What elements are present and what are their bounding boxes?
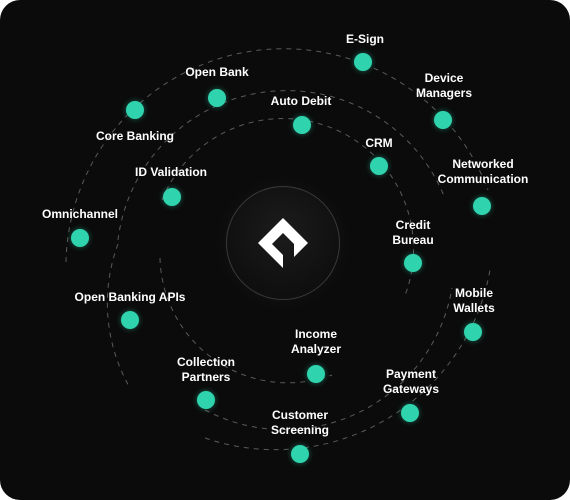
node-label-income-analyzer-line2: Analyzer xyxy=(290,342,342,356)
node-dot-credit-bureau[interactable] xyxy=(404,254,422,272)
node-label-networked-line1: Networked xyxy=(452,157,514,171)
outer-ring-arc-bottom xyxy=(204,269,491,451)
node-dot-collection-partners[interactable] xyxy=(197,391,215,409)
node-dot-crm[interactable] xyxy=(370,157,388,175)
node-label-open-bank: Open Bank xyxy=(185,65,249,79)
inner-ring-arc-top xyxy=(161,118,414,299)
node-dot-core-banking[interactable] xyxy=(126,101,144,119)
node-dot-open-bank[interactable] xyxy=(208,89,226,107)
node-label-credit-bureau-line1: Credit xyxy=(395,218,431,232)
node-dot-income-analyzer[interactable] xyxy=(307,365,325,383)
middle-ring-arc-top xyxy=(117,90,445,241)
node-dot-id-validation[interactable] xyxy=(163,188,181,206)
node-label-crm: CRM xyxy=(365,136,393,150)
node-dot-mobile-wallets[interactable] xyxy=(464,323,482,341)
node-dot-open-banking-apis[interactable] xyxy=(121,311,139,329)
node-label-collection-partners-line1: Collection xyxy=(176,355,236,369)
node-label-device-managers-line2: Managers xyxy=(415,86,473,100)
node-label-id-validation: ID Validation xyxy=(134,165,208,179)
node-dot-payment-gateways[interactable] xyxy=(401,404,419,422)
node-label-collection-partners-line2: Partners xyxy=(181,370,231,384)
middle-ring-arc-bottom xyxy=(204,287,453,431)
node-label-open-banking-apis: Open Banking APIs xyxy=(74,290,186,304)
platform-logo-icon xyxy=(258,218,308,268)
node-label-esign: E-Sign xyxy=(346,32,384,46)
node-label-device-managers-line1: Device xyxy=(424,71,464,85)
node-label-core-banking: Core Banking xyxy=(95,129,175,143)
node-label-device-managers: Device Managers xyxy=(416,71,472,101)
node-label-customer-screening-line1: Customer xyxy=(271,408,328,422)
node-label-omnichannel: Omnichannel xyxy=(41,207,119,221)
node-label-credit-bureau-line2: Bureau xyxy=(392,233,434,247)
middle-ring-arc-left xyxy=(106,243,131,389)
node-label-mobile-wallets: Mobile Wallets xyxy=(453,286,495,316)
node-label-mobile-wallets-line2: Wallets xyxy=(453,301,495,315)
node-label-payment-gateways: Payment Gateways xyxy=(383,367,439,397)
node-label-networked-communication: Networked Communication xyxy=(438,157,529,187)
outer-ring-arc-top xyxy=(65,48,489,263)
node-label-credit-bureau: Credit Bureau xyxy=(392,218,433,248)
node-label-networked-line2: Communication xyxy=(437,172,529,186)
node-label-auto-debit: Auto Debit xyxy=(270,94,332,108)
node-dot-esign[interactable] xyxy=(354,53,372,71)
node-label-collection-partners: Collection Partners xyxy=(177,355,235,385)
node-dot-device-managers[interactable] xyxy=(434,111,452,129)
node-label-customer-screening: Customer Screening xyxy=(271,408,329,438)
node-dot-customer-screening[interactable] xyxy=(291,445,309,463)
node-dot-omnichannel[interactable] xyxy=(71,229,89,247)
node-label-payment-gateways-line1: Payment xyxy=(385,367,437,381)
node-label-income-analyzer: Income Analyzer xyxy=(291,327,341,357)
node-label-payment-gateways-line2: Gateways xyxy=(382,382,440,396)
inner-ring-arc-bottom xyxy=(159,257,333,384)
node-dot-networked-communication[interactable] xyxy=(473,197,491,215)
node-label-mobile-wallets-line1: Mobile xyxy=(454,286,493,300)
node-label-customer-screening-line2: Screening xyxy=(270,423,330,437)
node-dot-auto-debit[interactable] xyxy=(293,116,311,134)
platform-hub xyxy=(226,186,340,300)
node-label-income-analyzer-line1: Income xyxy=(294,327,337,341)
